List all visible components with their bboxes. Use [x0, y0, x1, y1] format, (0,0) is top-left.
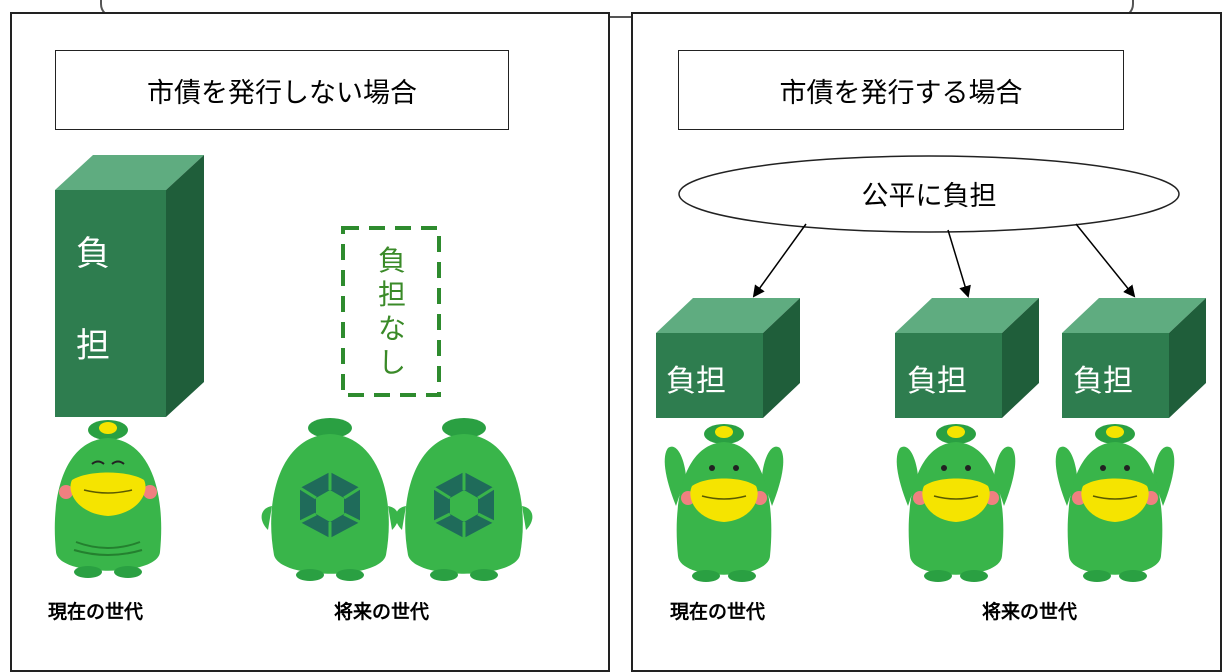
- label-present-generation-right: 現在の世代: [670, 601, 766, 623]
- kappa-present-icon: [53, 419, 163, 579]
- burden-block-tall: [55, 155, 204, 417]
- burden-text-present: 負担: [666, 364, 726, 399]
- burden-text-future-2: 負担: [1073, 364, 1133, 399]
- arrow-to-present: [752, 223, 807, 298]
- fair-burden-text: 公平に負担: [861, 181, 997, 212]
- no-burden-char: し: [377, 346, 406, 379]
- kappa-future-2-arms-up-icon: [1054, 423, 1176, 583]
- label-present-generation-left: 現在の世代: [48, 601, 144, 623]
- no-burden-char: 負: [377, 244, 406, 277]
- burden-block-present: [656, 298, 800, 418]
- burden-block-future-2: [1062, 298, 1206, 418]
- title-with-bond: 市債を発行する場合: [678, 50, 1124, 130]
- no-burden-char: 担: [377, 278, 406, 311]
- fair-burden-ellipse: [678, 155, 1180, 233]
- burden-char-1: 負: [76, 234, 110, 274]
- kappa-future-1-arms-up-icon: [895, 423, 1017, 583]
- burden-text-future-1: 負担: [907, 364, 967, 399]
- title-no-bond: 市債を発行しない場合: [55, 50, 509, 130]
- label-future-generation-right: 将来の世代: [982, 601, 1078, 623]
- kappa-present-arms-up-icon: [663, 423, 785, 583]
- no-burden-char: な: [377, 312, 406, 345]
- diagram-graphics: [53, 155, 1206, 583]
- burden-block-future-1: [895, 298, 1039, 418]
- burden-char-2: 担: [76, 326, 110, 366]
- no-burden-text: 負 担 な し: [372, 244, 412, 380]
- kappa-future-1-icon: [260, 416, 400, 583]
- no-burden-dashed-box: [341, 226, 441, 397]
- kappa-future-2-icon: [394, 416, 534, 583]
- label-future-generation-left: 将来の世代: [334, 601, 430, 623]
- arrow-to-future-1: [947, 229, 971, 298]
- arrow-to-future-2: [1075, 223, 1136, 298]
